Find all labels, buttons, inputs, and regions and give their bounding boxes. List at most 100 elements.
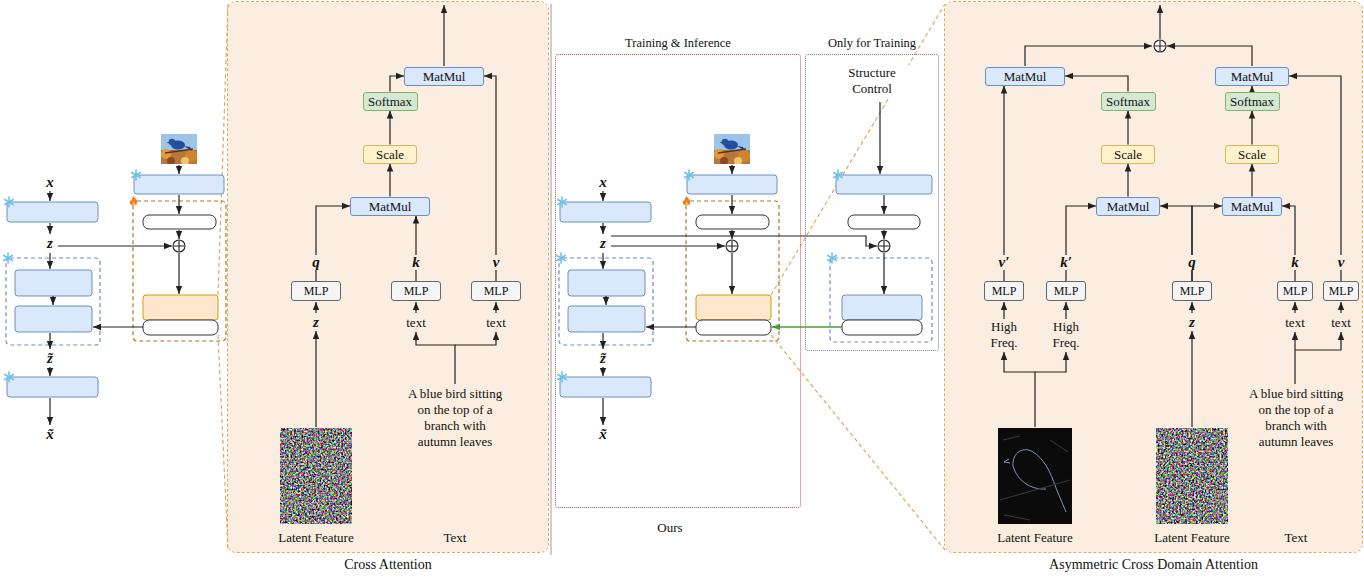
method-caption: Ours xyxy=(657,520,682,535)
box-label: Softmax xyxy=(1230,95,1274,108)
box-label: MLP xyxy=(1329,285,1354,297)
asymmetric-attention-inputs xyxy=(1159,5,1160,39)
image-caption: Text xyxy=(1285,530,1308,545)
box-label: Softmax xyxy=(368,95,412,108)
edge-arrow xyxy=(1127,111,1128,145)
asymmetric-attention-inputs xyxy=(1000,436,1070,520)
pipeline-figure xyxy=(58,245,172,246)
structure-control-figure xyxy=(848,215,920,229)
variable-label: x xyxy=(46,174,54,190)
pipeline-figure xyxy=(173,240,185,252)
variable-label: x̃ xyxy=(599,426,607,442)
edge-arrow xyxy=(1065,76,1128,92)
group-frame: Only for TrainingStructure Control xyxy=(806,55,938,350)
box-label: MatMul xyxy=(369,200,412,213)
frame-heading: Training & Inference xyxy=(623,36,733,51)
asymmetric-attention-inputs xyxy=(1004,450,1066,512)
matmul-box: MatMul xyxy=(1215,67,1289,86)
edge-label: v xyxy=(1336,255,1347,270)
structure-control-figure xyxy=(883,253,884,294)
mlp-box: MLP xyxy=(391,281,441,301)
asymmetric-attention-inputs xyxy=(1294,332,1295,384)
box-label: Scale xyxy=(1238,148,1266,161)
frame-heading: Only for Training xyxy=(826,36,918,51)
cross-attention-inputs xyxy=(416,332,455,384)
asymmetric-attention-inputs xyxy=(1294,302,1295,313)
cross-attention-inputs xyxy=(315,331,316,427)
asymmetric-attention-inputs xyxy=(1065,302,1066,319)
box-label: Scale xyxy=(376,148,404,161)
edge-arrow xyxy=(1127,164,1128,197)
separator-line xyxy=(551,4,552,555)
softmax-box: Softmax xyxy=(1225,92,1280,111)
input-label: text xyxy=(486,315,506,330)
input-label: High Freq. xyxy=(1044,319,1088,351)
pipeline-figure xyxy=(5,372,14,382)
box-label: MLP xyxy=(1054,285,1079,297)
box-label: MLP xyxy=(404,285,429,297)
zoom-panel: Cross AttentionMatMulSoftmaxScaleMatMulM… xyxy=(228,2,548,552)
pipeline-figure xyxy=(161,134,197,165)
input-label: text xyxy=(406,315,426,330)
cross-attention-inputs xyxy=(316,5,496,427)
pipeline-figure xyxy=(178,253,179,294)
edge-arrow xyxy=(1282,206,1295,281)
pipeline-figure xyxy=(49,191,50,201)
variable-label: x xyxy=(599,174,607,190)
pipeline-figure xyxy=(143,295,218,320)
cross-attention-inputs xyxy=(315,302,316,313)
box-label: MLP xyxy=(304,285,329,297)
cross-attention-inputs xyxy=(455,332,496,345)
zoom-line xyxy=(218,4,228,295)
pipeline-figure xyxy=(557,134,779,425)
panel-caption: Cross Attention xyxy=(228,557,548,573)
edge-label: v′ xyxy=(997,255,1012,270)
structure-control-figure xyxy=(830,258,932,342)
scale-box: Scale xyxy=(1225,145,1279,164)
mlp-box: MLP xyxy=(291,281,341,301)
edge-label: q xyxy=(1186,255,1198,270)
structure-control-figure xyxy=(611,102,932,342)
asymmetric-attention-inputs xyxy=(1000,480,1070,500)
panel-background xyxy=(945,2,1362,552)
edge-arrow xyxy=(484,76,496,281)
pipeline-figure xyxy=(4,134,226,425)
structure-control-figure xyxy=(842,295,922,320)
zoom-line xyxy=(218,4,945,550)
cross-attention-inputs xyxy=(495,302,496,313)
asymmetric-attention-inputs xyxy=(1004,459,1010,463)
image-caption: Text xyxy=(444,530,467,545)
variable-label: x̃ xyxy=(46,426,54,442)
mlp-box: MLP xyxy=(1323,281,1359,301)
pipeline-figure xyxy=(49,398,50,425)
pipeline-figure xyxy=(178,165,179,174)
asymmetric-attention-inputs xyxy=(1167,46,1252,66)
pipeline-figure xyxy=(49,253,50,269)
asymmetric-attention-inputs xyxy=(1025,46,1152,66)
cross-attention-inputs xyxy=(415,302,416,313)
asymmetric-attention-inputs xyxy=(1191,302,1192,313)
pipeline-figure xyxy=(7,202,98,222)
pipeline-figure xyxy=(52,296,53,305)
pipeline-figure xyxy=(50,165,179,425)
text-prompt: A blue bird sitting on the top of a bran… xyxy=(1246,386,1346,450)
edge-label: k xyxy=(410,255,422,270)
panel-background xyxy=(228,2,1362,552)
group-frame: Training & Inference xyxy=(556,55,800,507)
panel-caption: Asymmetric Cross Domain Attention xyxy=(945,557,1362,573)
pipeline-figure xyxy=(49,223,50,234)
text-prompt: A blue bird sitting on the top of a bran… xyxy=(405,386,505,450)
separator-line xyxy=(551,4,552,555)
edge-arrow xyxy=(1066,206,1096,281)
asymmetric-attention-inputs xyxy=(1013,466,1046,489)
edge-arrow xyxy=(1003,86,1004,282)
structure-control-figure xyxy=(611,236,877,246)
structure-control-figure xyxy=(883,195,884,214)
asymmetric-attention-inputs xyxy=(1340,302,1341,313)
structure-control-figure xyxy=(878,240,890,252)
structure-control-figure xyxy=(842,320,922,335)
scale-box: Scale xyxy=(363,145,417,164)
edge-arrow xyxy=(390,76,404,92)
box-label: MLP xyxy=(1180,285,1205,297)
image-caption: Latent Feature xyxy=(997,530,1072,545)
